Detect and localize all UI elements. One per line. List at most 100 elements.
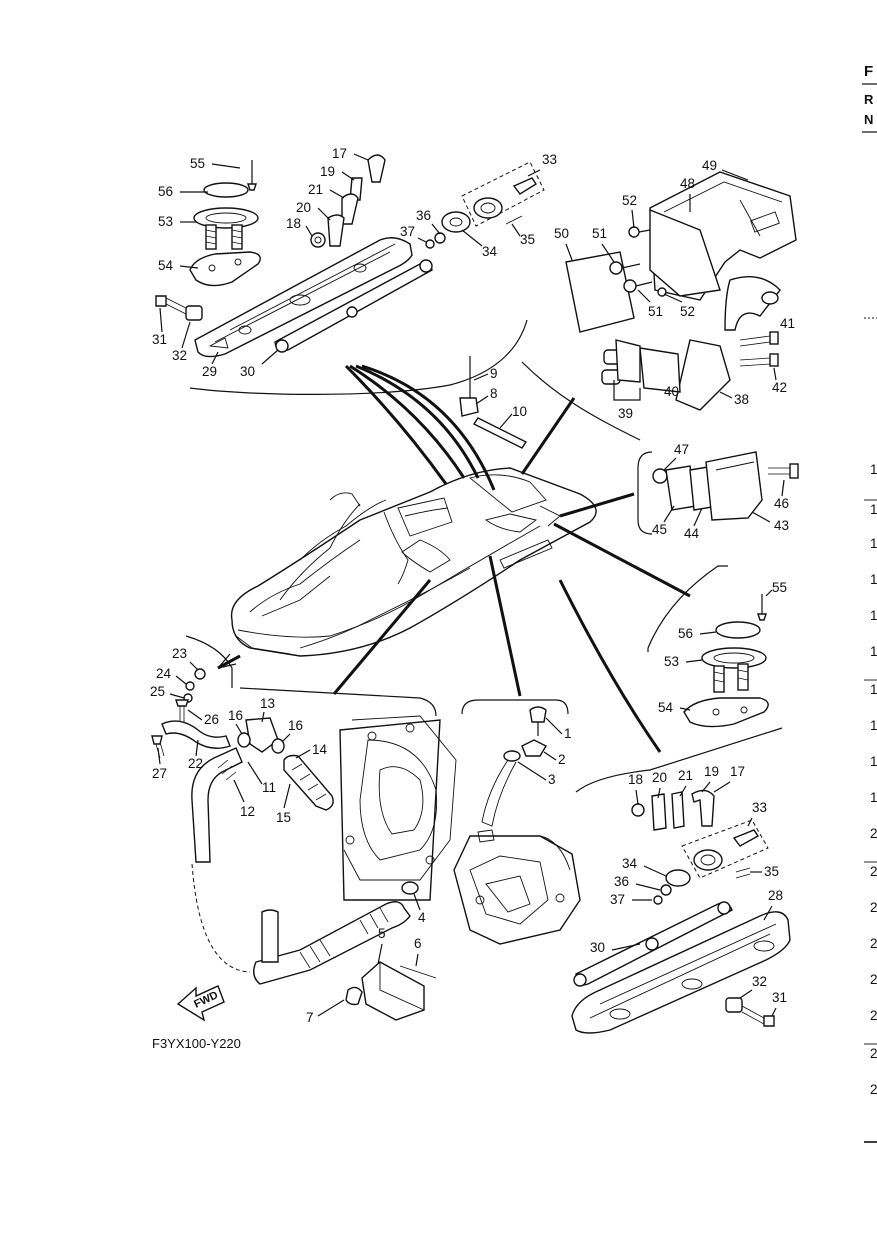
edge-digit-1: 1	[870, 462, 877, 477]
edge-digit-15: 2	[870, 972, 877, 987]
figure-code: F3YX100-Y220	[152, 1036, 241, 1051]
callout-panel-rightmid	[647, 565, 728, 652]
callout-54: 54	[158, 258, 174, 273]
callout-panel-midright	[637, 451, 653, 535]
callout-44: 44	[684, 526, 700, 541]
callout-7: 7	[306, 1010, 314, 1025]
watercraft-hull	[230, 467, 597, 657]
callout-54b: 54	[658, 700, 674, 715]
callout-6: 6	[414, 936, 422, 951]
callout-19: 19	[320, 164, 335, 179]
midright-group: 47 46 45 44 43	[637, 442, 799, 541]
callout-51: 51	[592, 226, 607, 241]
callout-14: 14	[312, 742, 328, 757]
callout-23: 23	[172, 646, 187, 661]
edge-digit-18: 2	[870, 1082, 877, 1097]
rightmid-group: 55 56 53 54	[647, 565, 787, 728]
callout-panel-bottomright	[575, 727, 783, 793]
callout-8: 8	[490, 386, 498, 401]
edge-digit-6: 1	[870, 644, 877, 659]
edge-digit-14: 2	[870, 936, 877, 951]
leftmid-group: 23 24 25 26 27 22 16 13 16 14 11 12 15	[150, 635, 334, 973]
topmid-group: 33 36 37 34 35	[400, 152, 557, 259]
callout-21: 21	[308, 182, 323, 197]
callout-46: 46	[774, 496, 789, 511]
callout-17: 17	[332, 146, 347, 161]
edge-digit-2: 1	[870, 502, 877, 517]
callout-12: 12	[240, 804, 255, 819]
callout-5: 5	[378, 926, 386, 941]
edge-digit-7: 1	[870, 682, 877, 697]
callout-panel-bottomleft	[239, 687, 437, 717]
callout-32: 32	[172, 348, 187, 363]
callout-10: 10	[512, 404, 527, 419]
link-set-topleft	[310, 154, 386, 248]
callout-28: 28	[768, 888, 783, 903]
screws-topright	[609, 226, 667, 297]
edge-digit-17: 2	[870, 1046, 877, 1061]
callout-56: 56	[158, 184, 173, 199]
edge-digit-5: 1	[870, 608, 877, 623]
callout-37b: 37	[610, 892, 625, 907]
callout-40: 40	[664, 384, 679, 399]
callout-51b: 51	[648, 304, 663, 319]
callout-47: 47	[674, 442, 689, 457]
callout-55b: 55	[772, 580, 787, 595]
callout-33b: 33	[752, 800, 767, 815]
edge-digit-12: 2	[870, 864, 877, 879]
callout-13: 13	[260, 696, 275, 711]
callout-18b: 18	[628, 772, 643, 787]
callout-50: 50	[554, 226, 569, 241]
edge-digit-8: 1	[870, 718, 877, 733]
edge-letter-f: F	[864, 63, 873, 80]
callout-24: 24	[156, 666, 172, 681]
callout-35b: 35	[764, 864, 779, 879]
right-edge-column: F R N 1 1 1 1 1 1 1 1 1 1 2 2 2 2 2 2 2 …	[862, 63, 877, 1143]
callout-43: 43	[774, 518, 789, 533]
callout-36: 36	[416, 208, 431, 223]
callout-33: 33	[542, 152, 557, 167]
callout-panel-topleft	[189, 319, 528, 395]
callout-49: 49	[702, 158, 717, 173]
edge-digit-13: 2	[870, 900, 877, 915]
edge-digit-4: 1	[870, 572, 877, 587]
callout-31b: 31	[772, 990, 787, 1005]
bolt-spacer-topleft	[155, 295, 203, 321]
callout-2: 2	[558, 752, 566, 767]
callout-35: 35	[520, 232, 535, 247]
callout-48: 48	[680, 176, 695, 191]
callout-26: 26	[204, 712, 219, 727]
bottomright-group: 18 20 21 19 17 33 34 35 36 37 28 30 32 3…	[571, 727, 791, 1034]
callout-34b: 34	[622, 856, 638, 871]
topleft-group: 55 56 53 54 31 32 29 30 17 19 21 20 18	[152, 146, 528, 395]
cleat-assembly-topleft	[189, 160, 261, 287]
callout-42: 42	[772, 380, 787, 395]
callout-56b: 56	[678, 626, 693, 641]
topright-group: 49 48 52 51 50 51 52 41 42 38 40 39	[521, 158, 797, 441]
rail-bar-topleft	[194, 237, 433, 358]
callout-20b: 20	[652, 770, 667, 785]
callout-31: 31	[152, 332, 167, 347]
callout-52b: 52	[680, 304, 695, 319]
edge-digit-16: 2	[870, 1008, 877, 1023]
callout-9: 9	[490, 366, 498, 381]
callout-22: 22	[188, 756, 203, 771]
callout-52: 52	[622, 193, 637, 208]
callout-30: 30	[240, 364, 255, 379]
callout-16: 16	[228, 708, 243, 723]
callout-19b: 19	[704, 764, 719, 779]
callout-1: 1	[564, 726, 572, 741]
callout-30b: 30	[590, 940, 605, 955]
callout-25: 25	[150, 684, 165, 699]
callout-panel-topright	[521, 361, 641, 441]
edge-digit-11: 2	[870, 826, 877, 841]
edge-digit-3: 1	[870, 536, 877, 551]
edge-letter-r: R	[864, 92, 874, 107]
callout-3: 3	[548, 772, 556, 787]
labels-topleft: 55 56 53 54 31 32 29 30 17 19 21 20 18	[152, 146, 369, 379]
callout-32b: 32	[752, 974, 767, 989]
callout-41: 41	[780, 316, 795, 331]
callout-16b: 16	[288, 718, 303, 733]
leaders	[217, 364, 691, 753]
